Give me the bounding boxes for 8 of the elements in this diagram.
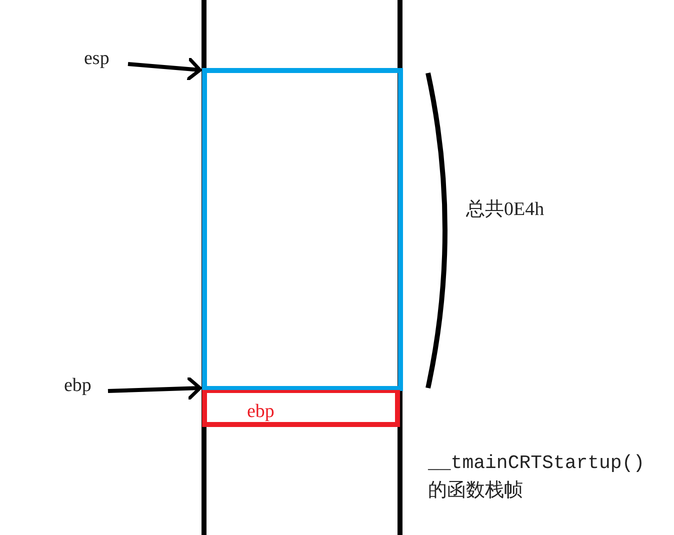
size-label: 总共0E4h [466,199,544,221]
register-label: ebp [64,375,92,397]
register-label: esp [84,48,110,70]
arrow [128,57,202,81]
arrow [108,376,202,400]
stack-cell: ebp [202,390,400,427]
frame-caption: __tmainCRTStartup() 的函数栈帧 [428,451,646,504]
stack-frame-box [202,68,402,390]
